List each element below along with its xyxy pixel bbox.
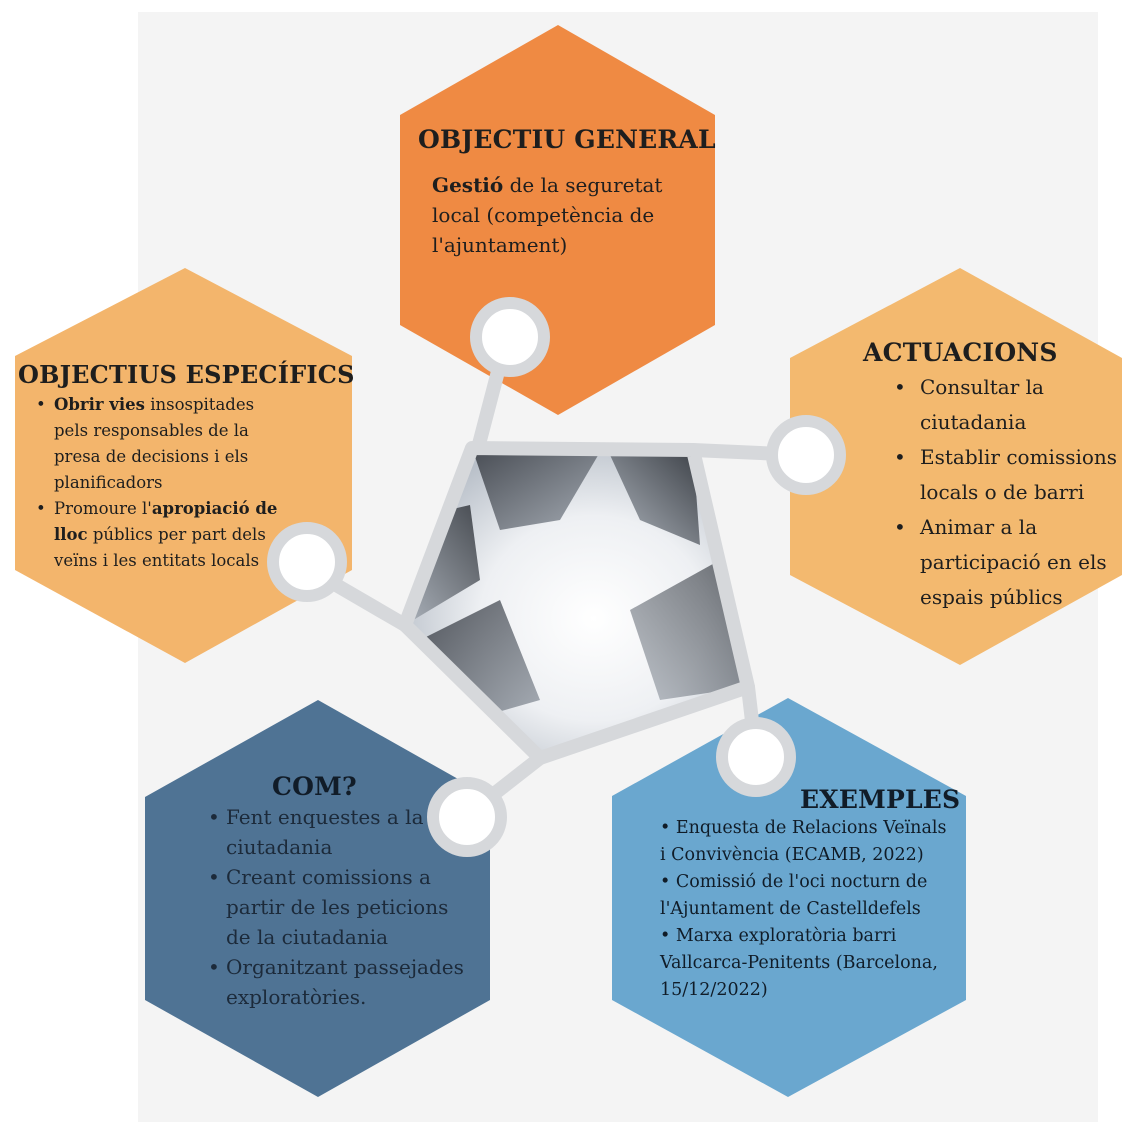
specifics-title: OBJECTIUS ESPECÍFICS bbox=[18, 360, 355, 389]
examples-item: • Enquesta de Relacions Veïnals i Conviv… bbox=[660, 818, 947, 865]
how-item: Fent enquestes a la ciutadania bbox=[206, 802, 468, 862]
examples-item: • Comissió de l'oci nocturn de l'Ajuntam… bbox=[660, 872, 928, 919]
hex-exemples bbox=[612, 698, 966, 1097]
connector-ring bbox=[716, 717, 796, 797]
connector-ring bbox=[766, 415, 846, 495]
general-title: OBJECTIU GENERAL bbox=[418, 125, 716, 154]
general-body: Gestió de la seguretat local (competènci… bbox=[432, 170, 700, 260]
examples-title: EXEMPLES bbox=[800, 785, 961, 814]
actions-item: Establir comissions locals o de barri bbox=[886, 440, 1122, 510]
specifics-item: Promoure l'apropiació de lloc públics pe… bbox=[34, 496, 282, 574]
actions-title: ACTUACIONS bbox=[863, 338, 1058, 367]
how-list: Fent enquestes a la ciutadania Creant co… bbox=[206, 802, 468, 1012]
how-item: Creant comissions a partir de les petici… bbox=[206, 862, 468, 952]
actions-item: Consultar la ciutadania bbox=[886, 370, 1122, 440]
specifics-list: Obrir vies insospitades pels responsable… bbox=[34, 392, 282, 574]
central-image bbox=[398, 441, 755, 765]
specifics-item-text: públics per part dels veïns i les entita… bbox=[54, 525, 266, 570]
actions-list: Consultar la ciutadania Establir comissi… bbox=[886, 370, 1122, 615]
actions-item: Animar a la participació en els espais p… bbox=[886, 510, 1122, 615]
how-title: COM? bbox=[272, 772, 357, 801]
examples-list: • Enquesta de Relacions Veïnals i Conviv… bbox=[660, 815, 955, 1004]
examples-item: • Marxa exploratòria barri Vallcarca-Pen… bbox=[660, 926, 938, 1000]
specifics-item: Obrir vies insospitades pels responsable… bbox=[34, 392, 282, 496]
general-body-rest: de la seguretat local (competència de l'… bbox=[432, 173, 663, 257]
how-item: Organitzant passejades exploratòries. bbox=[206, 952, 468, 1012]
specifics-item-bold: apropiació de lloc bbox=[54, 499, 278, 544]
specifics-item-bold: Obrir vies bbox=[54, 395, 145, 414]
specifics-item-text: insospitades pels responsables de la pre… bbox=[54, 395, 255, 492]
connector-ring bbox=[470, 297, 550, 377]
general-body-bold: Gestió bbox=[432, 173, 504, 197]
specifics-item-text: Promoure l' bbox=[54, 499, 152, 518]
connector-ring bbox=[267, 522, 347, 602]
